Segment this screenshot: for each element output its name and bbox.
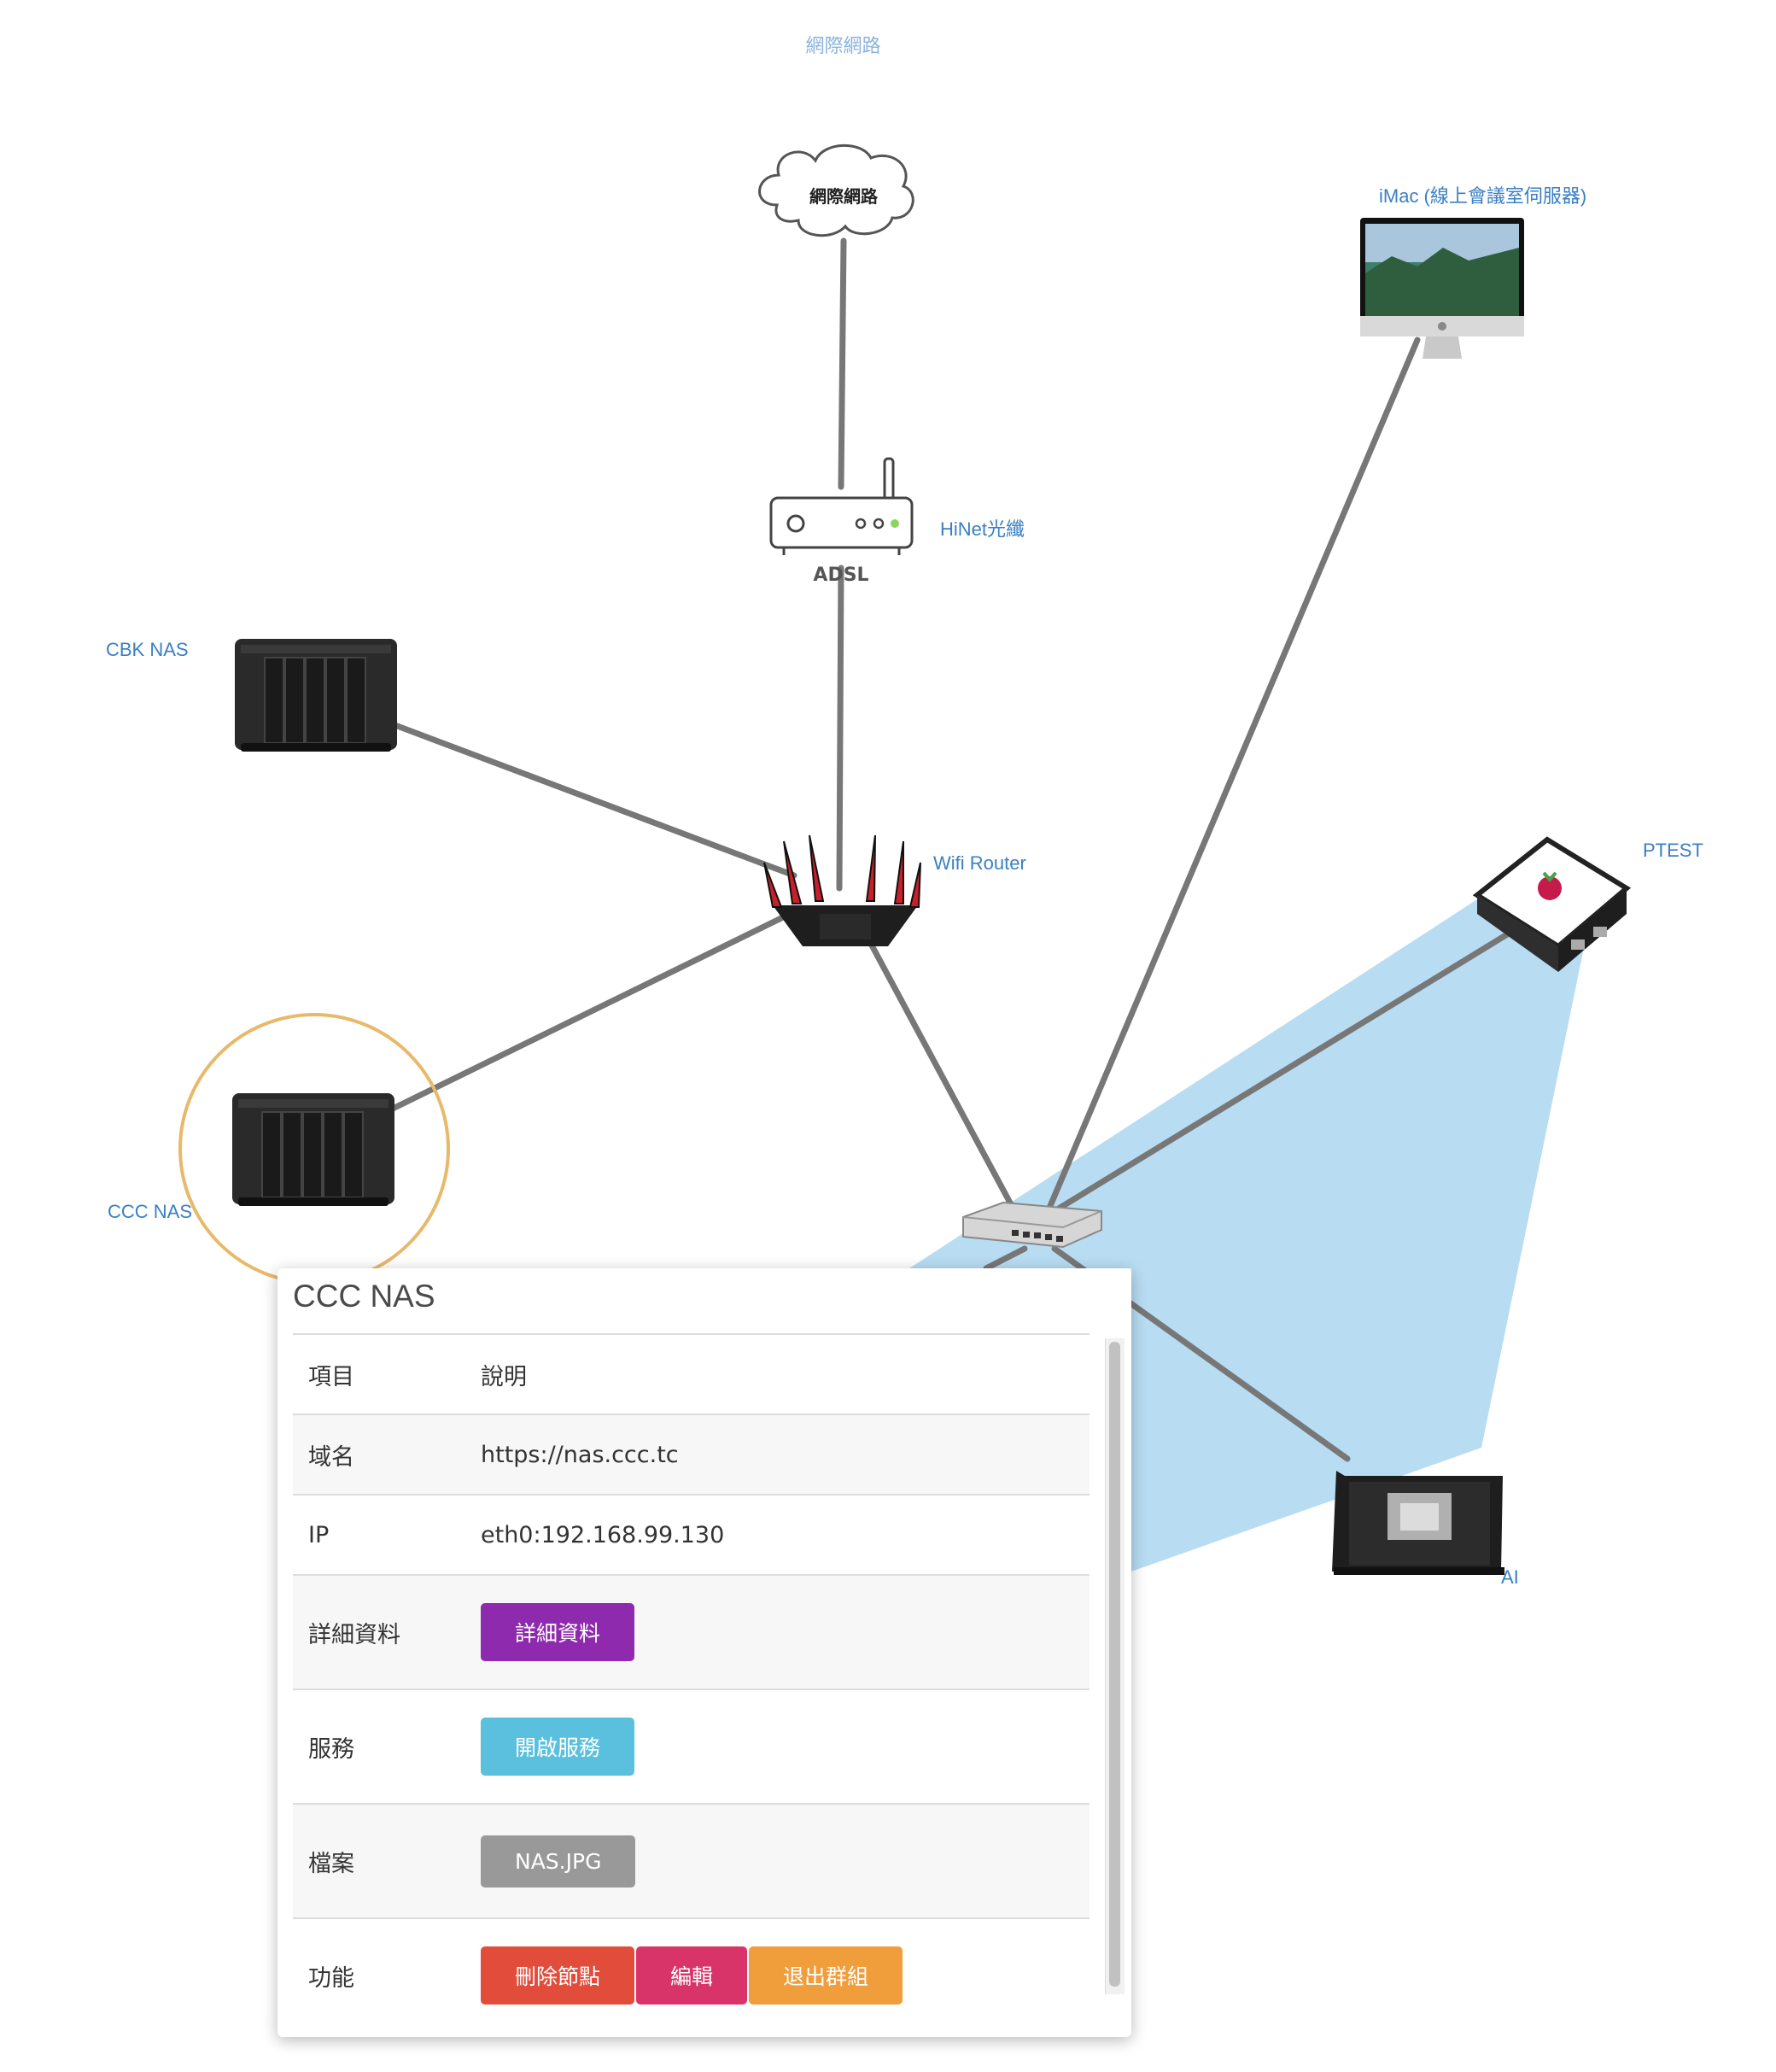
table-row: 檔案 NAS.JPG	[293, 1803, 1090, 1918]
modem-icon[interactable]: ADSL	[769, 457, 914, 586]
row-label-ip: IP	[293, 1494, 465, 1575]
node-label-adsl[interactable]: HiNet光纖	[940, 518, 1025, 540]
row-label-domain: 域名	[293, 1414, 465, 1495]
graph-title: 網際網路	[805, 36, 881, 57]
imac-icon[interactable]	[1360, 218, 1524, 359]
row-label-detail: 詳細資料	[293, 1574, 465, 1689]
node-label-imac[interactable]: iMac (線上會議室伺服器)	[1379, 185, 1587, 207]
link-ptest-switch	[1051, 926, 1519, 1215]
table-row: 詳細資料 詳細資料	[293, 1574, 1090, 1689]
modem-device-text: ADSL	[813, 565, 868, 586]
header-desc: 說明	[465, 1333, 1090, 1414]
link-internet-adsl	[838, 237, 847, 490]
ai-board-icon[interactable]	[1332, 1471, 1504, 1575]
switch-icon[interactable]	[962, 1201, 1102, 1249]
leave-group-button[interactable]: 退出群組	[749, 1946, 903, 2005]
cloud-label: 網際網路	[809, 186, 879, 207]
table-header-row: 項目 說明	[293, 1333, 1090, 1414]
row-value-file: NAS.JPG	[465, 1803, 1090, 1918]
row-value-service: 開啟服務	[465, 1689, 1090, 1804]
table-row: 域名 https://nas.ccc.tc	[293, 1414, 1090, 1495]
row-value-domain: https://nas.ccc.tc	[465, 1414, 1090, 1495]
table-row: 服務 開啟服務	[293, 1689, 1090, 1804]
link-adsl-router	[836, 565, 844, 892]
row-value-ip: eth0:192.168.99.130	[465, 1494, 1090, 1575]
panel-title: CCC NAS	[293, 1279, 435, 1314]
link-cbknas-router	[389, 721, 797, 879]
group-area[interactable]	[909, 888, 1588, 1572]
row-value-functions: 刪除節點編輯退出群組	[465, 1917, 1090, 2016]
link-switch-down	[983, 1245, 1028, 1272]
ccc-nas-icon[interactable]	[232, 1093, 394, 1206]
open-service-button[interactable]: 開啟服務	[481, 1718, 635, 1776]
node-label-ccc-nas[interactable]: CCC NAS	[108, 1201, 193, 1222]
internet-cloud-icon[interactable]: 網際網路	[758, 143, 914, 237]
file-button[interactable]: NAS.JPG	[481, 1835, 636, 1888]
edit-button[interactable]: 編輯	[636, 1946, 748, 2005]
link-imac-switch	[1047, 337, 1421, 1209]
node-info-table: 項目 說明 域名 https://nas.ccc.tc IP eth0:192.…	[293, 1333, 1090, 2016]
delete-node-button[interactable]: 刪除節點	[481, 1946, 635, 2005]
node-label-ptest[interactable]: PTEST	[1643, 840, 1703, 861]
scrollbar-thumb[interactable]	[1109, 1342, 1120, 1987]
row-label-service: 服務	[293, 1689, 465, 1804]
link-router-switch	[868, 940, 1015, 1209]
detail-button[interactable]: 詳細資料	[481, 1603, 635, 1661]
wifi-router-icon[interactable]	[763, 834, 921, 946]
node-label-wifi-router[interactable]: Wifi Router	[933, 852, 1026, 874]
table-row: IP eth0:192.168.99.130	[293, 1494, 1090, 1575]
node-info-panel: CCC NAS 項目 說明 域名 https://nas.ccc.tc IP e…	[278, 1268, 1131, 2037]
cbk-nas-icon[interactable]	[235, 639, 397, 752]
row-label-file: 檔案	[293, 1803, 465, 1918]
table-row: 功能 刪除節點編輯退出群組	[293, 1917, 1090, 2016]
ptest-raspberry-pi-icon[interactable]	[1472, 836, 1632, 972]
link-cccnas-router	[389, 915, 785, 1112]
node-label-ai[interactable]: AI	[1501, 1566, 1519, 1588]
panel-table-container[interactable]: 項目 說明 域名 https://nas.ccc.tc IP eth0:192.…	[293, 1333, 1108, 2016]
node-label-cbk-nas[interactable]: CBK NAS	[106, 639, 189, 660]
row-label-functions: 功能	[293, 1917, 465, 2016]
panel-scrollbar[interactable]	[1105, 1338, 1125, 1994]
header-item: 項目	[293, 1333, 465, 1414]
row-value-detail: 詳細資料	[465, 1574, 1090, 1689]
